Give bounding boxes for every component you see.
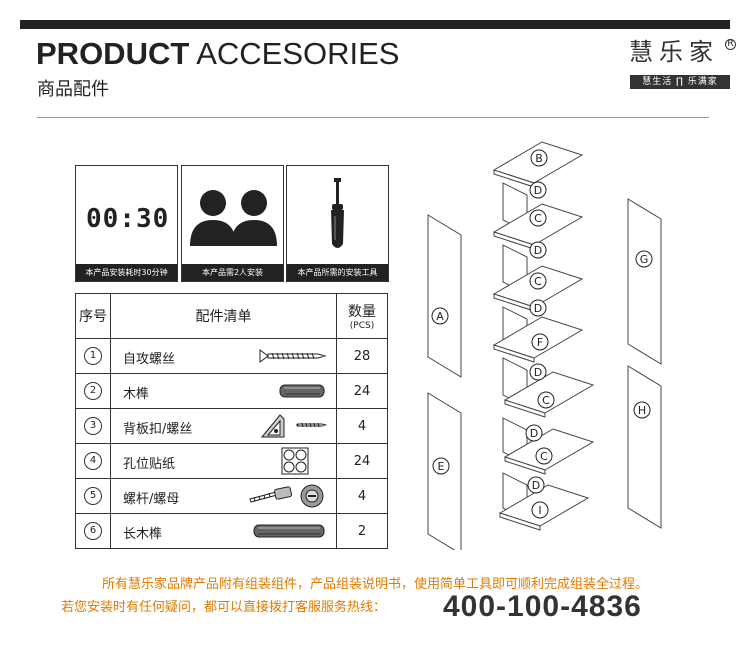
assembly-diagram: A B C D D C D F D C D C D E G H I <box>427 141 662 550</box>
label-d6: D <box>532 479 540 492</box>
header-qty: 数量 (PCS) <box>336 293 388 339</box>
header-qty-unit: (PCS) <box>349 321 375 331</box>
label-h: H <box>638 404 646 417</box>
label-d1: D <box>534 184 542 197</box>
timer-display: 00:30 <box>86 204 170 234</box>
table-row: 6 长木榫 2 <box>75 513 388 549</box>
label-i: I <box>538 504 541 517</box>
hotline-number: 400-100-4836 <box>443 590 642 623</box>
row-index: 4 <box>84 452 102 470</box>
panel-g <box>627 198 662 365</box>
panel-a <box>427 214 462 378</box>
label-d3: D <box>534 302 542 315</box>
label-d2: D <box>534 244 542 257</box>
header-name: 配件清单 <box>110 293 337 339</box>
table-row: 1 自攻螺丝 28 <box>75 338 388 374</box>
label-g: G <box>640 253 649 266</box>
top-bar <box>20 20 730 29</box>
row-qty: 4 <box>336 408 388 444</box>
page-title: PRODUCT ACCESORIES <box>36 36 399 72</box>
row-name: 螺杆/螺母 <box>123 492 180 507</box>
label-d4: D <box>534 366 542 379</box>
brand-slogan: 慧生活 ∏ 乐满家 <box>630 75 730 89</box>
row-index: 6 <box>84 522 102 540</box>
table-row: 4 孔位贴纸 24 <box>75 443 388 479</box>
label-e: E <box>438 460 445 473</box>
install-tool-caption: 本产品所需的安装工具 <box>287 264 388 281</box>
label-b: B <box>535 152 543 165</box>
label-c3: C <box>542 394 550 407</box>
table-row: 3 背板扣/螺丝 4 <box>75 408 388 444</box>
label-a: A <box>436 310 444 323</box>
row-index: 3 <box>84 417 102 435</box>
brand-name: 慧乐家 <box>629 38 719 66</box>
screw-icon <box>259 349 327 363</box>
row-qty: 28 <box>336 338 388 374</box>
hole-sticker-icon <box>281 447 309 475</box>
title-bold: PRODUCT <box>36 36 190 71</box>
row-qty: 24 <box>336 443 388 479</box>
two-people-icon <box>190 190 277 246</box>
header-divider <box>37 117 709 118</box>
install-time-box: 00:30 本产品安装耗时30分钟 <box>75 165 178 282</box>
cam-bolt-icon <box>249 484 324 508</box>
label-c2: C <box>534 275 542 288</box>
dowel-icon <box>279 384 325 398</box>
install-people-caption: 本产品需2人安装 <box>182 264 283 281</box>
header-qty-label: 数量 <box>348 304 376 320</box>
label-f: F <box>537 336 543 349</box>
parts-table: 序号 配件清单 数量 (PCS) 1 自攻螺丝 28 2 木榫 24 3 <box>75 293 388 549</box>
label-c4: C <box>540 450 548 463</box>
long-dowel-icon <box>253 524 325 538</box>
table-header-row: 序号 配件清单 数量 (PCS) <box>75 293 388 339</box>
footer-note: 所有慧乐家品牌产品附有组装组件，产品组装说明书，使用简单工具即可顺利完成组装全过… <box>101 577 648 592</box>
table-row: 5 螺杆/螺母 4 <box>75 478 388 514</box>
panel-h <box>627 365 662 529</box>
title-light: ACCESORIES <box>196 36 400 71</box>
label-d5: D <box>530 427 538 440</box>
row-qty: 4 <box>336 478 388 514</box>
registered-mark: R <box>725 39 736 50</box>
row-index: 5 <box>84 487 102 505</box>
bracket-icon <box>260 414 327 438</box>
label-c1: C <box>534 212 542 225</box>
install-people-box: 本产品需2人安装 <box>181 165 284 282</box>
row-name: 自攻螺丝 <box>123 352 176 367</box>
row-name: 背板扣/螺丝 <box>123 422 193 437</box>
page-subtitle: 商品配件 <box>37 79 109 100</box>
brand-logo: 慧乐家 R 慧生活 ∏ 乐满家 <box>629 37 736 95</box>
row-index: 1 <box>84 347 102 365</box>
row-qty: 24 <box>336 373 388 409</box>
row-index: 2 <box>84 382 102 400</box>
table-row: 2 木榫 24 <box>75 373 388 409</box>
install-time-caption: 本产品安装耗时30分钟 <box>76 264 177 281</box>
row-name: 长木榫 <box>123 527 163 542</box>
screwdriver-icon <box>331 178 344 248</box>
row-qty: 2 <box>336 513 388 549</box>
install-tool-box: 本产品所需的安装工具 <box>286 165 389 282</box>
header-index: 序号 <box>75 293 111 339</box>
row-name: 木榫 <box>123 387 150 402</box>
row-name: 孔位贴纸 <box>123 457 176 472</box>
footer-hotline-text: 若您安装时有任何疑问，都可以直接拨打客服服务热线： <box>61 600 387 615</box>
